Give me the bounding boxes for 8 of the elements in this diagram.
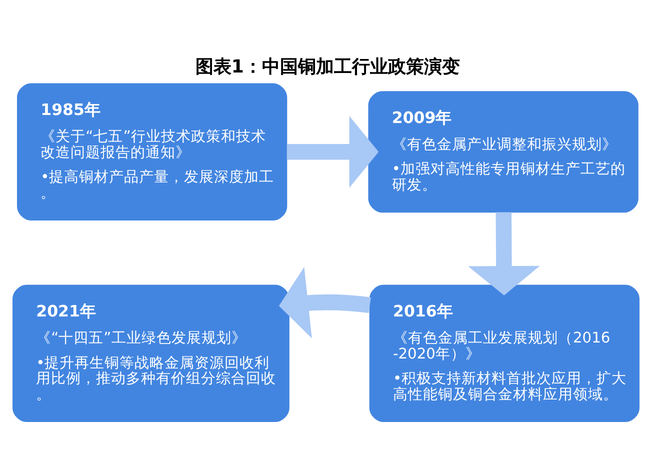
arrow bbox=[468, 212, 540, 295]
arrow bbox=[286, 115, 379, 188]
node-box: 2009年 《有色金属产业调整和振兴规划》 •加强对高性能专用铜材生产工艺的研发。 bbox=[368, 90, 638, 212]
node-box: 1985年 《关于“七五”行业技术政策和技术改造问题报告的通知》 •提高铜材产品产量，发展深度加工。 bbox=[16, 82, 288, 220]
node-box: 2016年 《有色金属工业发展规划（2016-2020年）》 •积极支持新材料首批次应用，扩大高性能铜及铜合金材料应用领域。 bbox=[369, 284, 640, 422]
node-box: 2021年 《“十四五”工业绿色发展规划》 •提升再生铜等战略金属资源回收利用比例，推动多种有价组分综合回收。 bbox=[12, 284, 290, 422]
diagram-title: 图表1：中国铜加工行业政策演变 bbox=[195, 56, 460, 77]
arrow bbox=[278, 266, 371, 338]
